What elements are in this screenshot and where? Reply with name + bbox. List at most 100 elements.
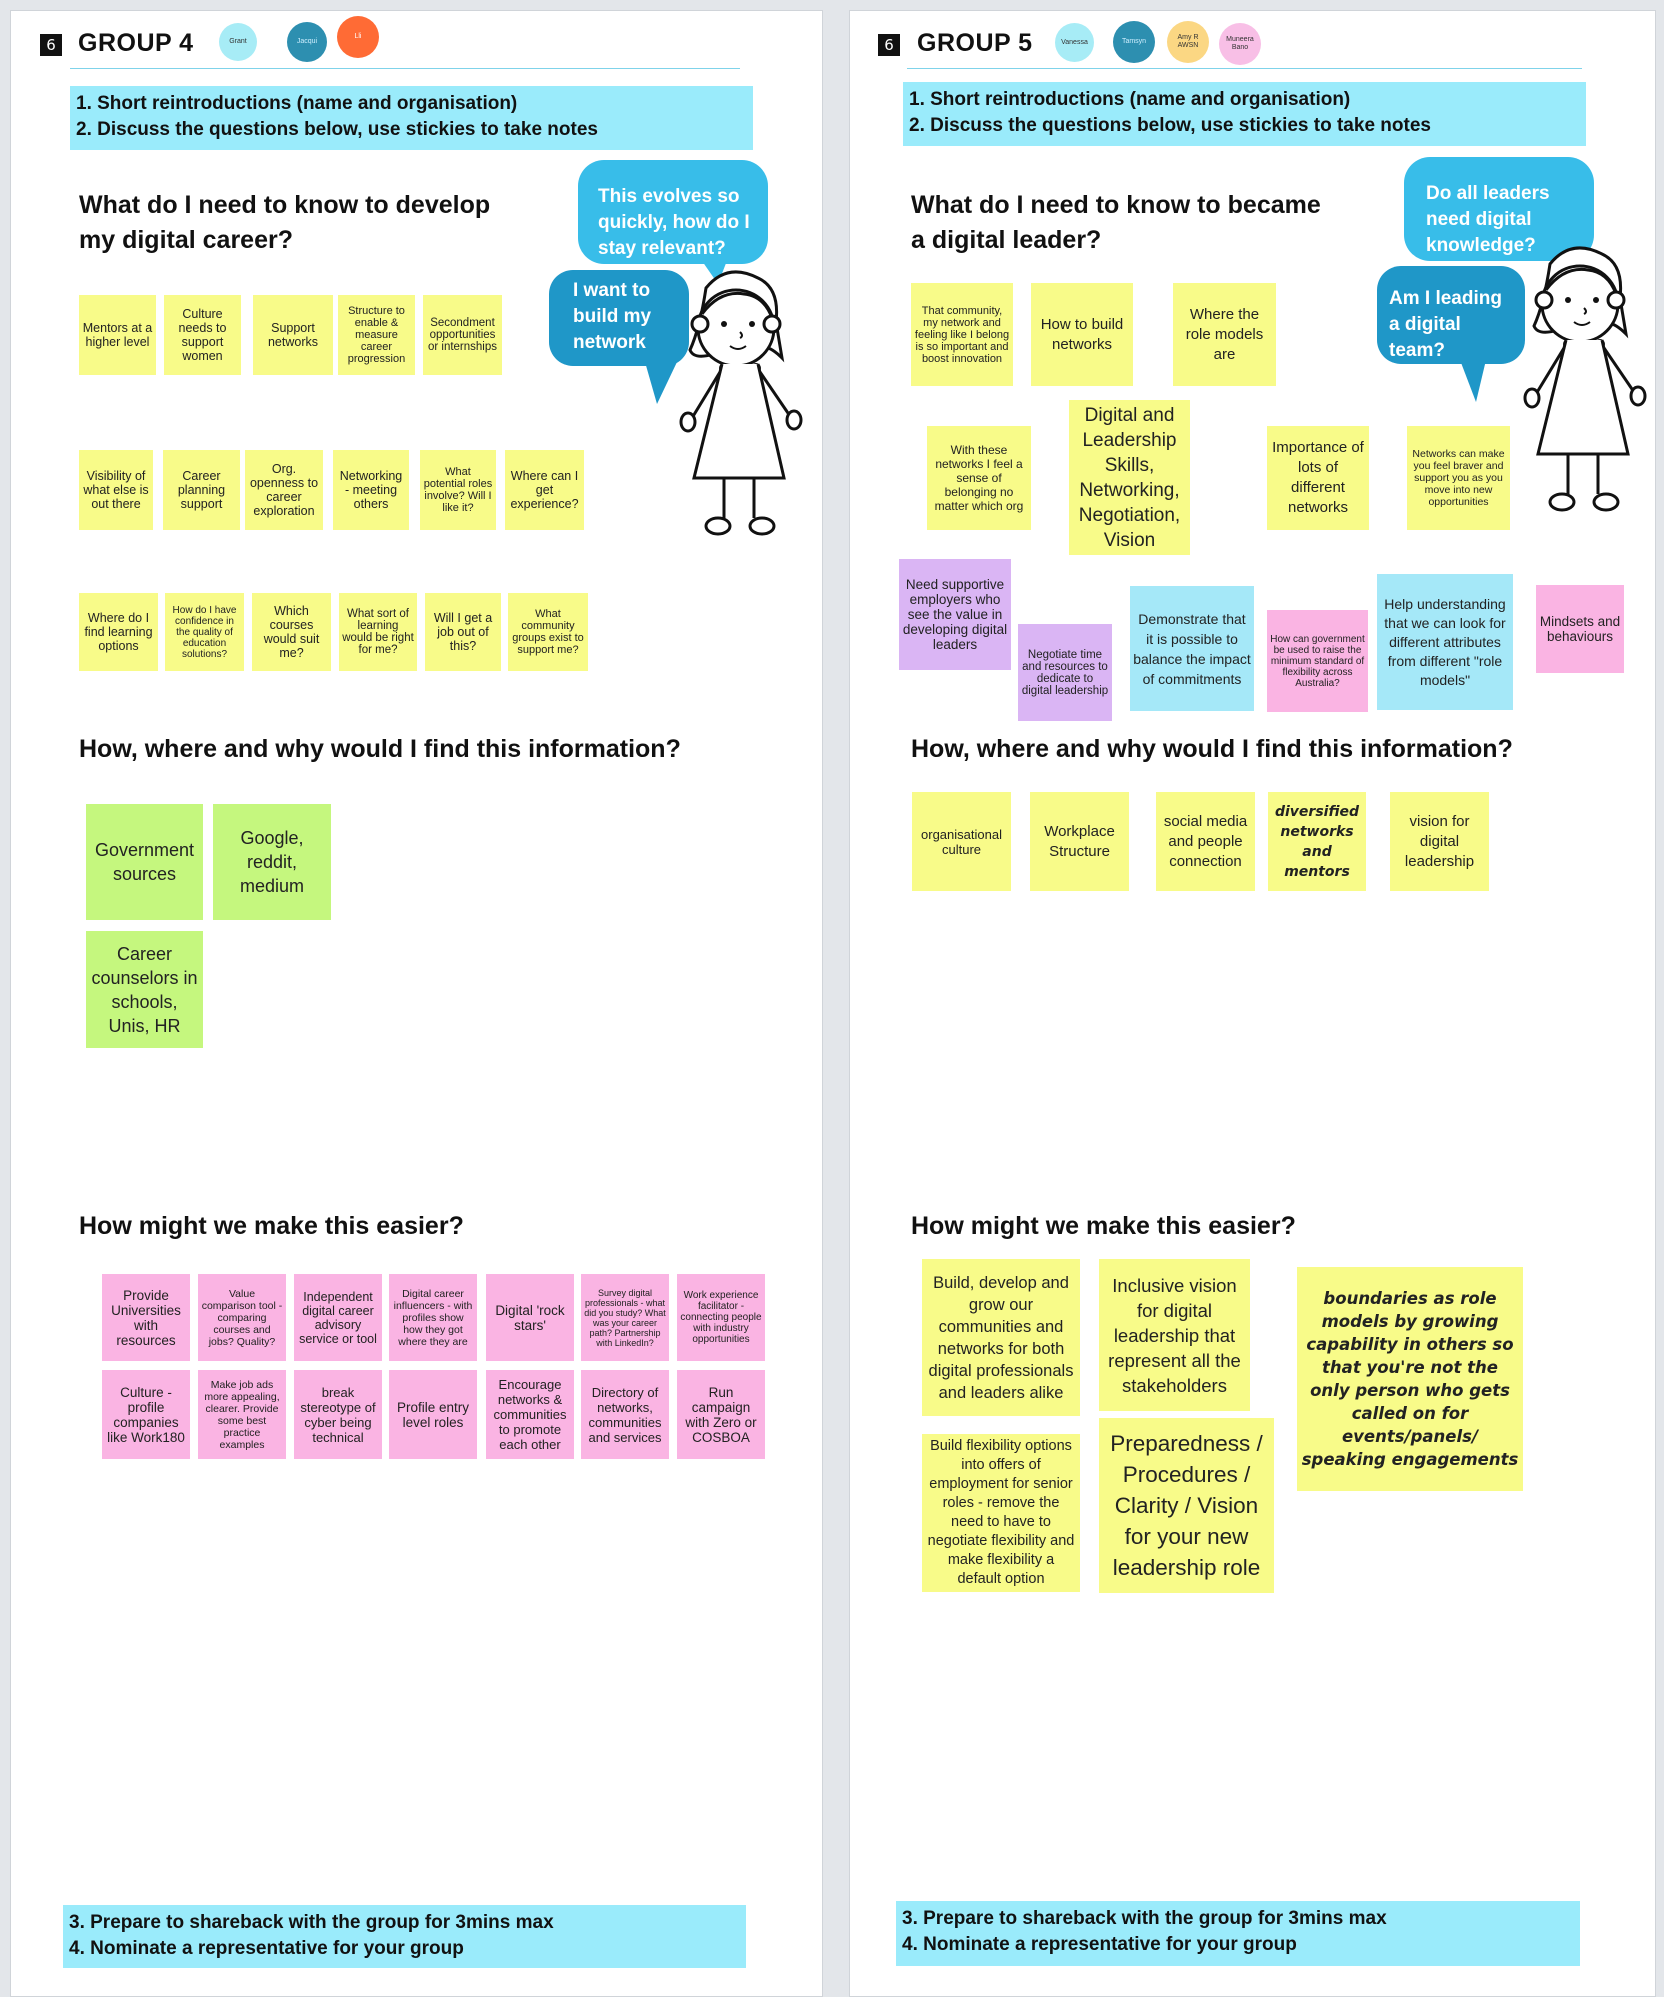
speech-bubble-tail bbox=[645, 362, 677, 404]
sticky-note[interactable]: Digital 'rock stars' bbox=[486, 1274, 574, 1361]
sticky-note[interactable]: Provide Universities with resources bbox=[102, 1274, 190, 1361]
sticky-note[interactable]: Structure to enable & measure career pro… bbox=[338, 295, 415, 375]
sticky-note[interactable]: Visibility of what else is out there bbox=[79, 450, 153, 530]
sticky-note[interactable]: Value comparison tool - comparing course… bbox=[198, 1274, 286, 1361]
sticky-note[interactable]: Run campaign with Zero or COSBOA bbox=[677, 1370, 765, 1459]
sticky-note[interactable]: Government sources bbox=[86, 804, 203, 920]
sticky-note[interactable]: Survey digital professionals - what did … bbox=[581, 1274, 669, 1361]
sticky-note[interactable]: How do I have confidence in the quality … bbox=[165, 593, 244, 671]
sticky-note[interactable]: Digital and Leadership Skills, Networkin… bbox=[1069, 400, 1190, 555]
sticky-note[interactable]: organisational culture bbox=[912, 792, 1011, 891]
sticky-note[interactable]: Importance of lots of different networks bbox=[1267, 426, 1369, 530]
group5-question-1: What do I need to know to became a digit… bbox=[911, 188, 1321, 258]
sticky-note[interactable]: Preparedness / Procedures / Clarity / Vi… bbox=[1099, 1418, 1274, 1593]
speech-bubble-build-network: I want to build my network bbox=[549, 270, 689, 366]
sticky-note[interactable]: Secondment opportunities or internships bbox=[423, 295, 502, 375]
instruction-1: 1. Short reintroductions (name and organ… bbox=[909, 89, 1351, 110]
speech-bubble-stay-relevant: This evolves so quickly, how do I stay r… bbox=[578, 160, 768, 264]
instruction-2: 2. Discuss the questions below, use stic… bbox=[909, 115, 1431, 136]
sticky-note[interactable]: What potential roles involve? Will I lik… bbox=[420, 450, 496, 530]
group4-instructions-top: 1. Short reintroductions (name and organ… bbox=[70, 86, 753, 150]
sticky-note[interactable]: Work experience facilitator - connecting… bbox=[677, 1274, 765, 1361]
speech-bubble-digital-knowledge: Do all leaders need digital knowledge? bbox=[1404, 157, 1594, 261]
sticky-note[interactable]: Demonstrate that it is possible to balan… bbox=[1130, 586, 1254, 711]
instruction-3: 3. Prepare to shareback with the group f… bbox=[902, 1908, 1387, 1929]
sticky-note[interactable]: Which courses would suit me? bbox=[252, 593, 331, 671]
sticky-note[interactable]: Build, develop and grow our communities … bbox=[922, 1259, 1080, 1416]
sticky-note[interactable]: Where do I find learning options bbox=[79, 593, 158, 671]
sticky-note[interactable]: Mindsets and behaviours bbox=[1536, 585, 1624, 673]
instruction-4: 4. Nominate a representative for your gr… bbox=[902, 1934, 1297, 1955]
sticky-note[interactable]: Make job ads more appealing, clearer. Pr… bbox=[198, 1370, 286, 1459]
sticky-note[interactable]: How can government be used to raise the … bbox=[1267, 610, 1368, 712]
avatar-tamsyn[interactable]: Tamsyn bbox=[1113, 21, 1155, 63]
sticky-note[interactable]: What community groups exist to support m… bbox=[508, 593, 588, 671]
sticky-note[interactable]: Encourage networks & communities to prom… bbox=[486, 1370, 574, 1459]
sticky-note[interactable]: Career counselors in schools, Unis, HR bbox=[86, 931, 203, 1048]
sticky-note[interactable]: Independent digital career advisory serv… bbox=[294, 1274, 382, 1361]
avatar-grant[interactable]: Grant bbox=[219, 23, 257, 61]
sticky-note[interactable]: diversified networks and mentors bbox=[1268, 792, 1366, 891]
sticky-note[interactable]: social media and people connection bbox=[1156, 792, 1255, 891]
sticky-note[interactable]: Need supportive employers who see the va… bbox=[899, 559, 1011, 670]
sticky-note[interactable]: Workplace Structure bbox=[1030, 792, 1129, 891]
instruction-4: 4. Nominate a representative for your gr… bbox=[69, 1938, 464, 1959]
group5-header-divider bbox=[907, 68, 1582, 69]
speech-bubble-leading-digital-team: Am I leading a digital team? bbox=[1377, 266, 1525, 364]
group4-question-1: What do I need to know to develop my dig… bbox=[79, 188, 490, 258]
question-line-2: my digital career? bbox=[79, 226, 293, 254]
instruction-3: 3. Prepare to shareback with the group f… bbox=[69, 1912, 554, 1933]
sticky-note[interactable]: Org. openness to career exploration bbox=[245, 450, 323, 530]
sticky-note[interactable]: Inclusive vision for digital leadership … bbox=[1099, 1259, 1250, 1411]
avatar-jacqui[interactable]: Jacqui bbox=[287, 22, 327, 62]
group5-question-3: How might we make this easier? bbox=[911, 1212, 1296, 1240]
sticky-note[interactable]: Directory of networks, communities and s… bbox=[581, 1370, 669, 1459]
question-line-2: a digital leader? bbox=[911, 226, 1102, 254]
sticky-note[interactable]: Negotiate time and resources to dedicate… bbox=[1018, 624, 1112, 721]
group5-title: GROUP 5 bbox=[917, 29, 1033, 57]
sticky-note[interactable]: Build flexibility options into offers of… bbox=[922, 1434, 1080, 1592]
question-line-1: What do I need to know to became bbox=[911, 191, 1321, 219]
sticky-note[interactable]: That community, my network and feeling l… bbox=[911, 283, 1013, 386]
question-line-1: What do I need to know to develop bbox=[79, 191, 491, 219]
sticky-note[interactable]: How to build networks bbox=[1031, 283, 1133, 386]
group4-question-3: How might we make this easier? bbox=[79, 1212, 464, 1240]
group4-header-divider bbox=[70, 68, 740, 69]
sticky-note[interactable]: Where the role models are bbox=[1173, 283, 1276, 386]
sticky-note[interactable]: Networks can make you feel braver and su… bbox=[1407, 426, 1510, 530]
sticky-note[interactable]: Will I get a job out of this? bbox=[425, 593, 501, 671]
group5-question-2: How, where and why would I find this inf… bbox=[911, 735, 1513, 763]
group5-instructions-bottom: 3. Prepare to shareback with the group f… bbox=[896, 1901, 1580, 1966]
sticky-note[interactable]: Networking - meeting others bbox=[333, 450, 409, 530]
stick-figure-girl-illustration bbox=[1523, 246, 1647, 512]
sticky-note[interactable]: With these networks I feel a sense of be… bbox=[927, 426, 1031, 530]
avatar-amy-r[interactable]: Amy R AWSN bbox=[1167, 21, 1209, 63]
sticky-note[interactable]: Help understanding that we can look for … bbox=[1377, 574, 1513, 710]
sticky-note[interactable]: break stereotype of cyber being technica… bbox=[294, 1370, 382, 1459]
group5-number-badge: 6 bbox=[878, 34, 900, 56]
sticky-note[interactable]: Profile entry level roles bbox=[389, 1370, 477, 1459]
sticky-note[interactable]: boundaries as role models by growing cap… bbox=[1297, 1267, 1523, 1491]
sticky-note[interactable]: Digital career influencers - with profil… bbox=[389, 1274, 477, 1361]
sticky-note[interactable]: Career planning support bbox=[163, 450, 240, 530]
sticky-note[interactable]: Culture - profile companies like Work180 bbox=[102, 1370, 190, 1459]
sticky-note[interactable]: Mentors at a higher level bbox=[79, 295, 156, 375]
group4-instructions-bottom: 3. Prepare to shareback with the group f… bbox=[63, 1905, 746, 1968]
group4-question-2: How, where and why would I find this inf… bbox=[79, 735, 681, 763]
group5-instructions-top: 1. Short reintroductions (name and organ… bbox=[903, 82, 1586, 146]
group4-number-badge: 6 bbox=[40, 34, 62, 56]
sticky-note[interactable]: Google, reddit, medium bbox=[213, 804, 331, 920]
sticky-note[interactable]: vision for digital leadership bbox=[1390, 792, 1489, 891]
sticky-note[interactable]: Where can I get experience? bbox=[505, 450, 584, 530]
instruction-1: 1. Short reintroductions (name and organ… bbox=[76, 93, 518, 114]
sticky-note[interactable]: What sort of learning would be right for… bbox=[339, 593, 417, 671]
sticky-note[interactable]: Culture needs to support women bbox=[164, 295, 241, 375]
avatar-vanessa[interactable]: Vanessa bbox=[1055, 23, 1094, 62]
avatar-lli[interactable]: Lli bbox=[337, 16, 379, 58]
group4-title: GROUP 4 bbox=[78, 29, 194, 57]
instruction-2: 2. Discuss the questions below, use stic… bbox=[76, 119, 598, 140]
sticky-note[interactable]: Support networks bbox=[253, 295, 333, 375]
stick-figure-girl-illustration bbox=[679, 270, 803, 536]
speech-bubble-tail bbox=[1460, 360, 1486, 402]
avatar-muneera-bano[interactable]: Muneera Bano bbox=[1219, 23, 1261, 65]
